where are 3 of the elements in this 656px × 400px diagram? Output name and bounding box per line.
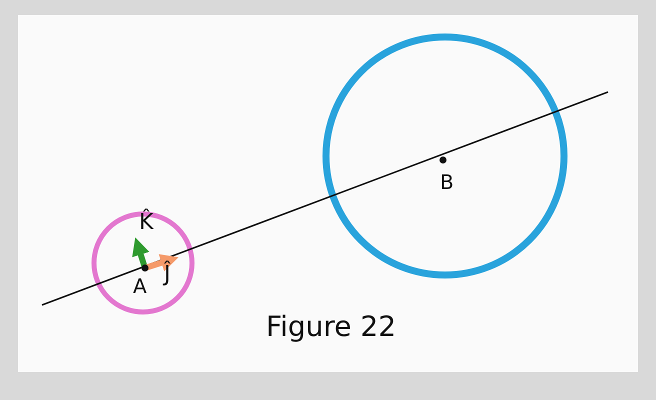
point-label: A	[133, 276, 147, 296]
figure-caption: Figure 22	[266, 313, 396, 341]
point-label: B	[440, 172, 454, 192]
